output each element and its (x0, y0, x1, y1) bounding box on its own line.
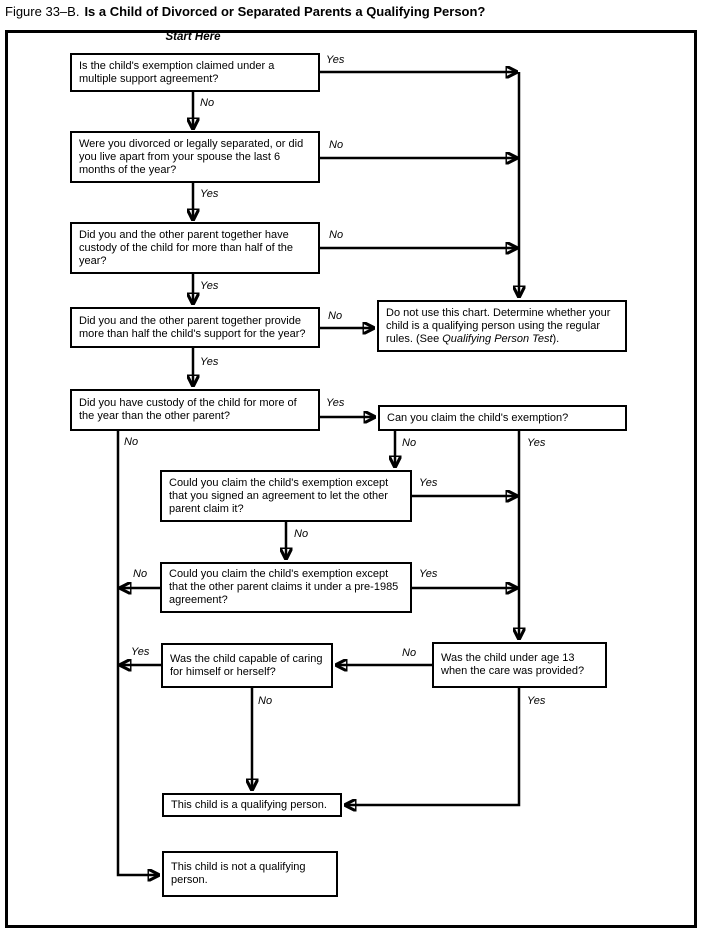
node-claim-exemption-question: Can you claim the child's exemption? (378, 405, 627, 431)
edge-label-claim-no: No (402, 437, 417, 449)
edge-label-under13-yes: Yes (527, 695, 546, 707)
edge-label-support-together-yes: Yes (200, 356, 219, 368)
figure-label: Figure 33–B. (5, 4, 80, 19)
page-title: Figure 33–B. Is a Child of Divorced or Se… (5, 4, 485, 19)
edge-label-signed-yes: Yes (419, 477, 438, 489)
node-pre-1985-question: Could you claim the child's exemption ex… (160, 562, 412, 613)
node-divorced-separated-text: Were you divorced or legally separated, … (79, 137, 304, 176)
node-support-together-text: Did you and the other parent together pr… (79, 314, 306, 340)
node-custody-together-question: Did you and the other parent together ha… (70, 222, 320, 274)
node-not-qualifying-text: This child is not a qualifying person. (171, 861, 306, 886)
edge-label-divorced-yes: Yes (200, 188, 219, 200)
node-do-not-use-chart: Do not use this chart. Determine whether… (377, 300, 627, 352)
node-divorced-separated-question: Were you divorced or legally separated, … (70, 131, 320, 183)
node-pre-1985-text: Could you claim the child's exemption ex… (169, 568, 399, 606)
edge-label-divorced-no: No (329, 139, 344, 151)
edge-label-custody-together-yes: Yes (200, 280, 219, 292)
edge-label-pre1985-yes: Yes (419, 568, 438, 580)
node-custody-more-question: Did you have custody of the child for mo… (70, 389, 320, 431)
node-do-not-use-text: Do not use this chart. Determine whether… (386, 307, 618, 346)
node-multiple-support-question: Is the child's exemption claimed under a… (70, 53, 320, 92)
do-not-use-italic: Qualifying Person Test (442, 332, 553, 345)
do-not-use-prefix: Do not use this chart. Determine whether… (386, 306, 611, 345)
start-here-label: Start Here (165, 31, 221, 43)
edge-label-claim-yes: Yes (527, 437, 546, 449)
node-qualifying-text: This child is a qualifying person. (171, 798, 327, 811)
node-custody-more-text: Did you have custody of the child for mo… (79, 397, 297, 422)
node-signed-agreement-question: Could you claim the child's exemption ex… (160, 470, 412, 522)
edge-label-capable-no: No (258, 695, 273, 707)
edge-label-pre1985-no: No (133, 568, 148, 580)
node-not-qualifying-result: This child is not a qualifying person. (162, 851, 338, 897)
edge-label-multiple-support-yes: Yes (326, 54, 345, 66)
node-qualifying-result: This child is a qualifying person. (162, 793, 342, 817)
edge-label-support-together-no: No (328, 310, 343, 322)
do-not-use-suffix: ). (552, 332, 560, 345)
node-under-age-13-question: Was the child under age 13 when the care… (432, 642, 607, 688)
node-claim-exemption-text: Can you claim the child's exemption? (387, 411, 569, 424)
node-multiple-support-text: Is the child's exemption claimed under a… (79, 59, 275, 85)
edge-label-under13-no: No (402, 647, 417, 659)
figure-title: Is a Child of Divorced or Separated Pare… (84, 4, 486, 19)
edge-label-capable-yes: Yes (131, 646, 150, 658)
node-capable-care-question: Was the child capable of caring for hims… (161, 643, 333, 688)
edge-label-custody-together-no: No (329, 229, 344, 241)
node-capable-care-text: Was the child capable of caring for hims… (170, 652, 323, 678)
node-custody-together-text: Did you and the other parent together ha… (79, 228, 294, 267)
node-under-age-13-text: Was the child under age 13 when the care… (441, 652, 585, 677)
edge-label-custody-more-no: No (124, 436, 139, 448)
node-support-together-question: Did you and the other parent together pr… (70, 307, 320, 348)
node-signed-agreement-text: Could you claim the child's exemption ex… (169, 476, 389, 515)
edge-label-signed-no: No (294, 528, 309, 540)
edge-label-custody-more-yes: Yes (326, 397, 345, 409)
edge-label-multiple-support-no: No (200, 97, 215, 109)
